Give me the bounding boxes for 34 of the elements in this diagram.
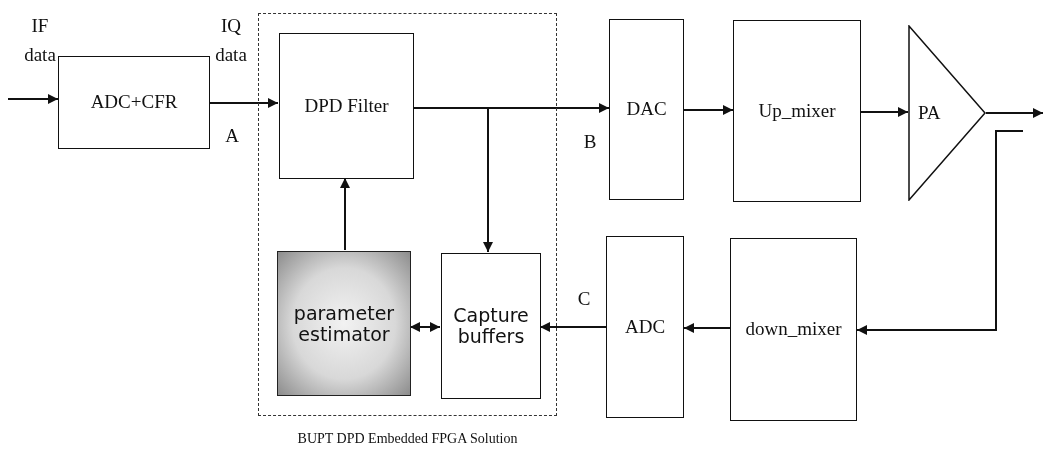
arrow — [209, 98, 279, 108]
arrow — [856, 130, 1024, 335]
block-box — [58, 56, 210, 149]
arrow — [860, 107, 909, 117]
block-box — [730, 238, 857, 421]
arrow — [409, 322, 441, 332]
block-label: DAC — [626, 99, 667, 120]
block-label: ADC — [624, 316, 666, 338]
signal-label: A — [224, 124, 240, 148]
block-box — [733, 20, 861, 202]
arrow — [539, 322, 607, 332]
arrow — [683, 105, 734, 115]
block-label: Up_mixer — [758, 100, 836, 122]
arrow — [7, 94, 59, 104]
group-caption: BUPT DPD Embedded FPGA Solution — [296, 431, 519, 447]
block-box — [279, 33, 414, 179]
block-box — [606, 236, 684, 418]
arrow — [340, 177, 350, 251]
signal-label: IQ data — [214, 14, 248, 67]
block-box — [609, 19, 684, 200]
block-label: ADC+CFR — [90, 92, 178, 113]
block-label: Capture buffers — [452, 305, 530, 347]
block-label: DPD Filter — [304, 95, 389, 117]
signal-label: C — [576, 287, 592, 311]
signal-label: IF data — [23, 14, 57, 67]
arrow — [985, 108, 1044, 118]
block-label: parameter estimator — [292, 302, 396, 345]
arrow — [683, 323, 731, 333]
block-label: PA — [918, 102, 941, 124]
signal-label: B — [582, 130, 598, 154]
shaded-block-box — [277, 251, 411, 396]
block-label: down_mixer — [745, 319, 842, 340]
amplifier-triangle — [908, 25, 986, 201]
block-box — [441, 253, 541, 399]
